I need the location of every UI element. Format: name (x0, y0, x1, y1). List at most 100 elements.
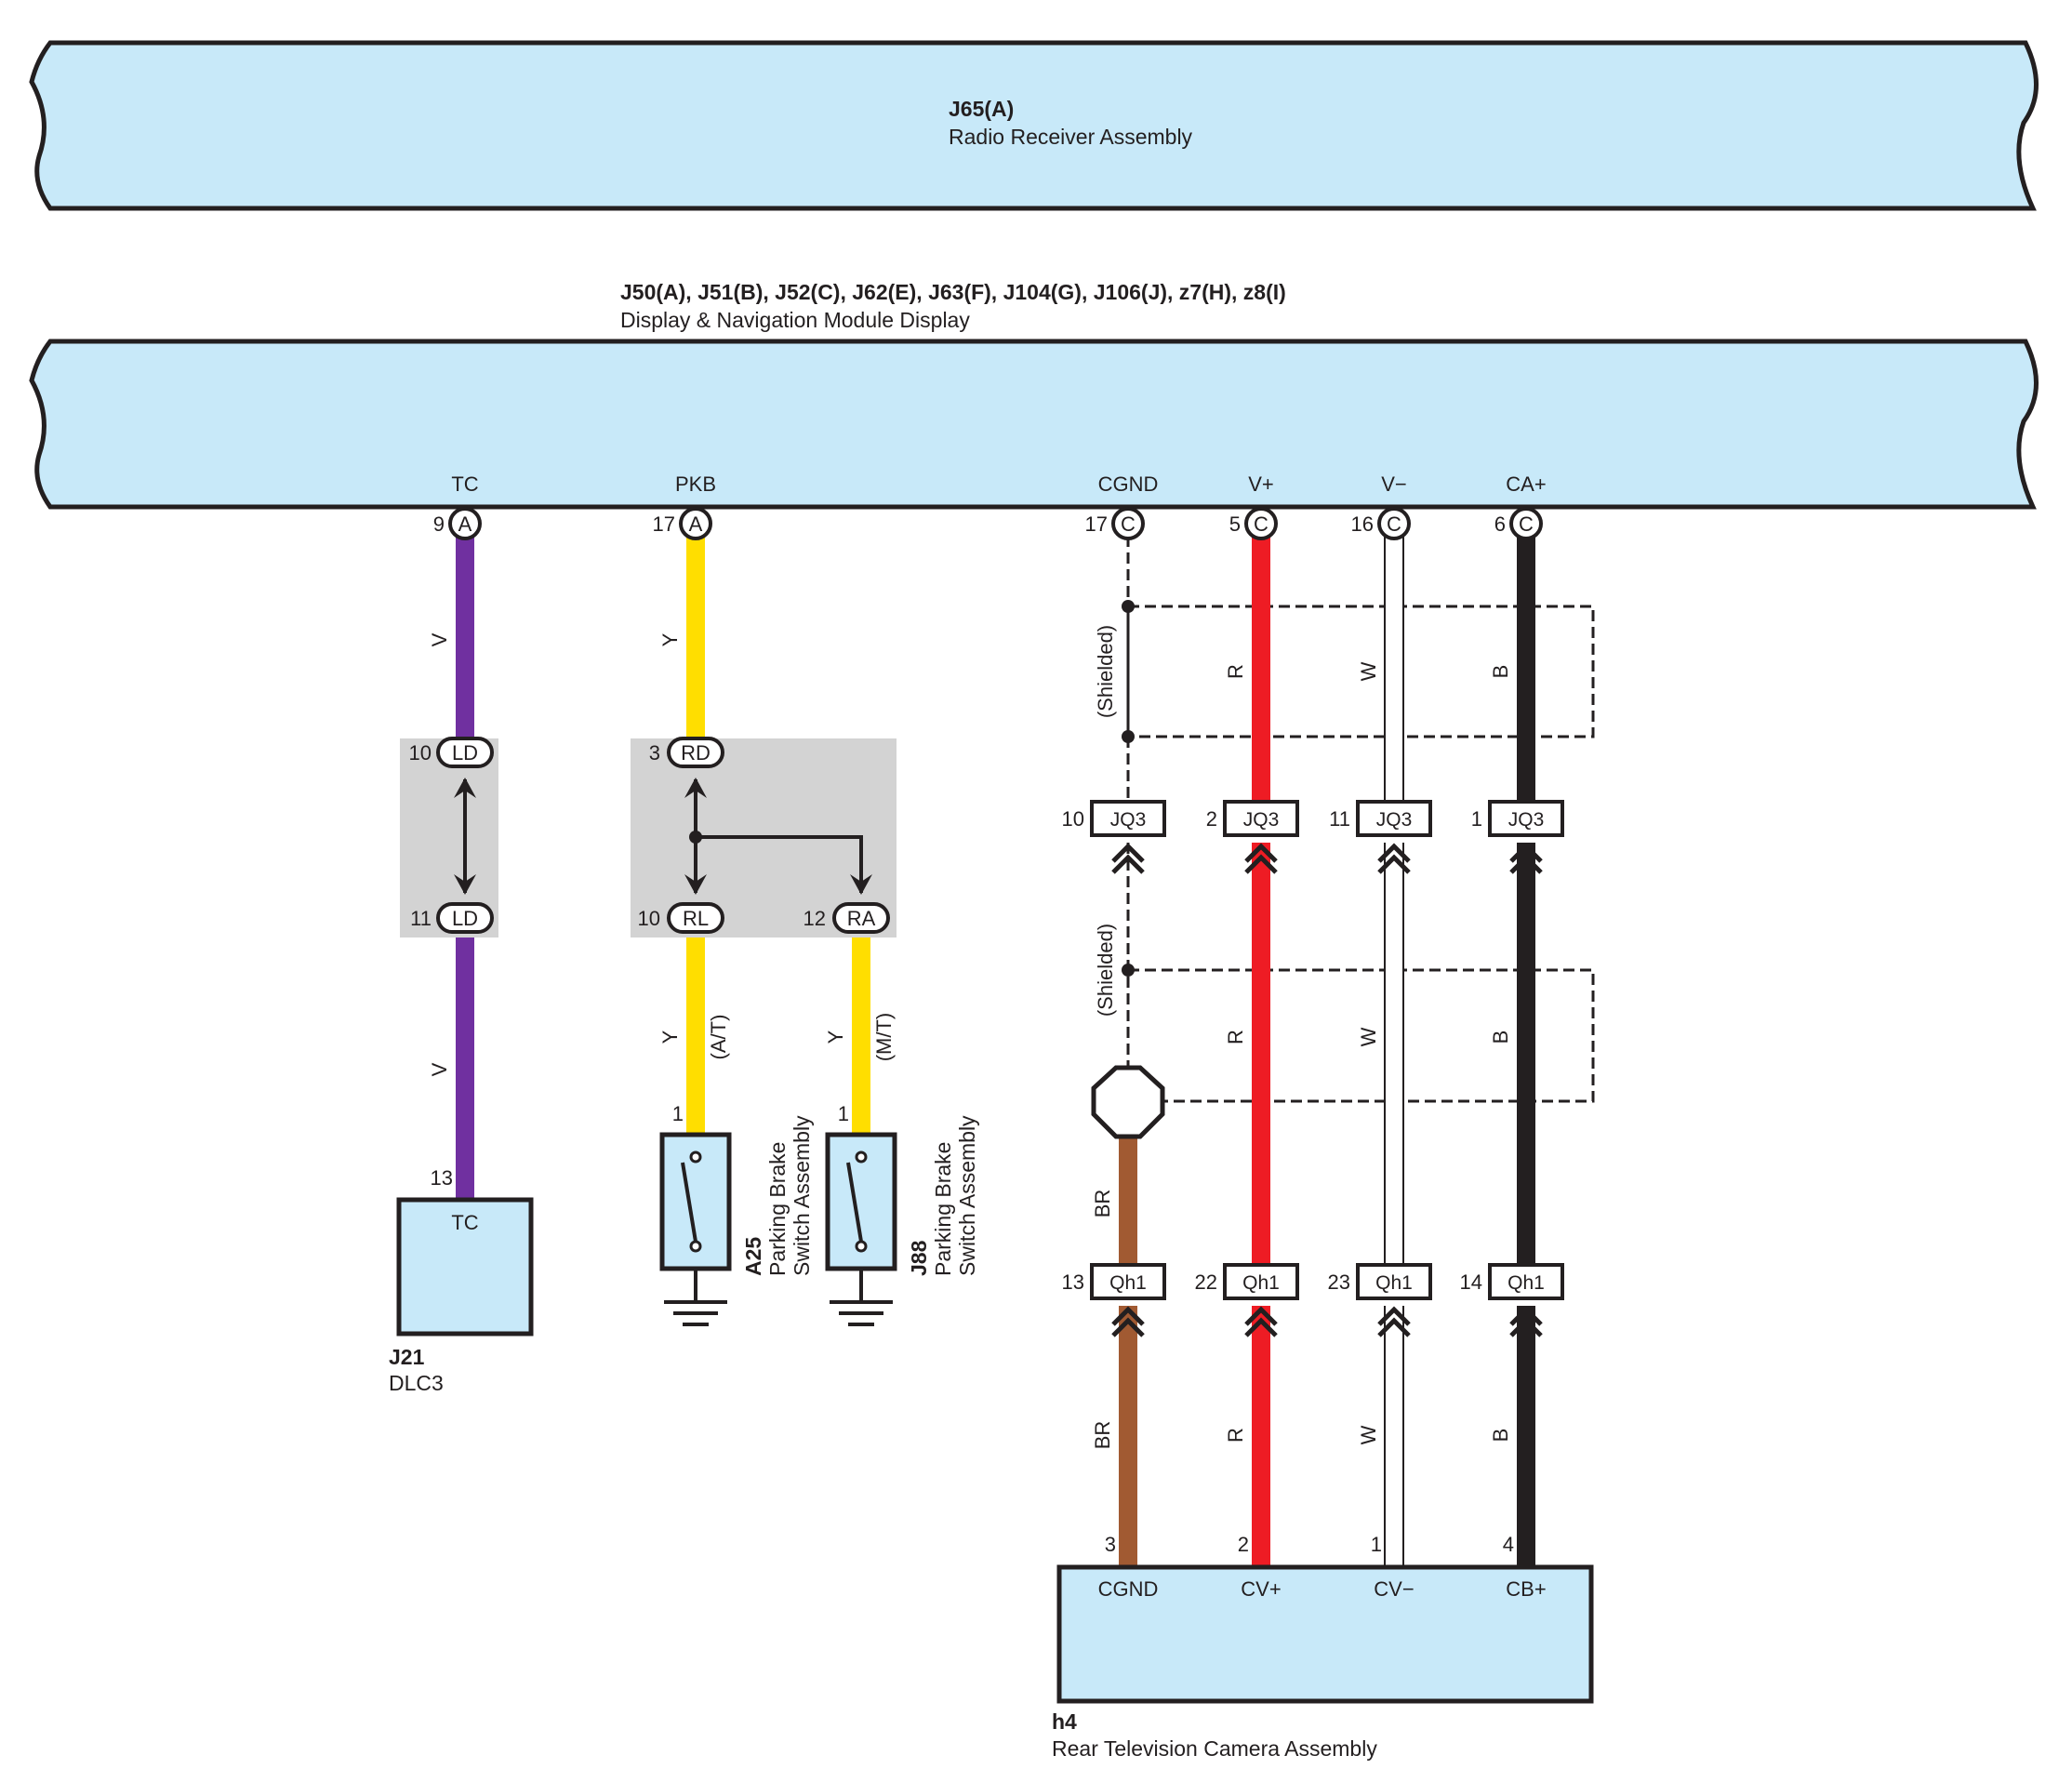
ld-bottom-pin: 11 (410, 907, 432, 930)
shield-box-lower (1128, 968, 1595, 1103)
ld-arrow-down (454, 874, 476, 895)
jq3-pin: 10 (1062, 807, 1084, 831)
terminal-signal: V− (1381, 472, 1407, 496)
a25-contact-arm (681, 1162, 697, 1243)
camera-terminal-cgnd: CGND (1098, 1577, 1159, 1601)
qh1-pin: 13 (1062, 1270, 1084, 1294)
qh1-connector-cgnd: Qh1 13 (1062, 1263, 1166, 1337)
rl-arrow-down (684, 874, 707, 895)
mt-wire-color: Y (824, 1030, 847, 1044)
cvminus-color-lower: W (1357, 1425, 1380, 1444)
terminal-pin: 9 (433, 512, 445, 536)
cgnd-color-brown-middle: BR (1091, 1190, 1114, 1218)
j88-id: J88 (907, 1240, 931, 1276)
rl-pin: 10 (638, 907, 660, 930)
camera-pin-cvplus: 2 (1238, 1533, 1249, 1556)
display-terminal-vplus: V+ C 5 (1229, 472, 1278, 540)
jq3-connector-vminus: JQ3 11 (1329, 800, 1432, 874)
jq3-label: JQ3 (1243, 809, 1280, 831)
camera-id: h4 (1052, 1709, 1077, 1734)
display-terminal-caplus: CA+ C 6 (1494, 472, 1547, 540)
shield-label-lower: (Shielded) (1094, 924, 1117, 1017)
ld-top-pin: 10 (409, 741, 432, 765)
jq3-pin: 2 (1206, 807, 1217, 831)
terminal-pin: 6 (1494, 512, 1506, 536)
jq3-connector-caplus: JQ3 1 (1471, 800, 1564, 874)
j88-contact-bottom (855, 1240, 868, 1253)
display-module: J50(A), J51(B), J52(C), J62(E), J63(F), … (29, 280, 2039, 510)
ld-bottom-terminal (436, 902, 494, 934)
jq3-pin: 11 (1329, 807, 1350, 831)
a25-id: A25 (741, 1237, 765, 1276)
shield-label-upper: (Shielded) (1094, 625, 1117, 718)
j88-name-line2: Switch Assembly (955, 1115, 979, 1276)
rd-label: RD (681, 741, 711, 765)
camera-name: Rear Television Camera Assembly (1052, 1736, 1377, 1761)
mt-label: (M/T) (872, 1013, 896, 1062)
a25-contact-top (689, 1150, 702, 1164)
j88-contact-top (855, 1150, 868, 1164)
display-terminal-tc: TC A 9 (433, 472, 482, 540)
qh1-label: Qh1 (1242, 1272, 1280, 1294)
terminal-pin: 16 (1351, 512, 1374, 536)
ra-label: RA (847, 907, 876, 930)
ra-arrow-down (850, 874, 872, 895)
display-terminal-cgnd: CGND C 17 (1085, 472, 1158, 540)
radio-receiver-body (29, 40, 2039, 211)
j88-pin: 1 (838, 1102, 849, 1125)
jq3-label: JQ3 (1110, 809, 1147, 831)
display-terminals: TC A 9 PKB A 17 CGND C 17 V+ C 5 V− C 16 (433, 472, 1547, 540)
a25-switch: 1 A25 Parking Brake Switch Assembly (659, 1102, 814, 1326)
radio-receiver-id: J65(A) (949, 97, 1014, 121)
qh1-connector-cbplus: Qh1 14 (1460, 1263, 1564, 1337)
camera-terminal-cvplus: CV+ (1241, 1577, 1281, 1601)
qh1-pin: 23 (1328, 1270, 1350, 1294)
dlc3-box (396, 1197, 534, 1336)
terminal-connector: C (1121, 512, 1136, 536)
dlc3-id: J21 (389, 1345, 425, 1369)
display-module-id: J50(A), J51(B), J52(C), J62(E), J63(F), … (620, 280, 1286, 304)
vminus-color-middle: W (1357, 1027, 1380, 1046)
qh1-pin: 22 (1195, 1270, 1217, 1294)
pkb-circuit: Y Y (A/T) Y (M/T) RD 3 RL 10 RA 12 1 (638, 536, 979, 1326)
camera-pin-cgnd: 3 (1105, 1533, 1116, 1556)
vminus-color-upper: W (1357, 661, 1380, 681)
camera-terminal-cbplus: CB+ (1506, 1577, 1546, 1601)
jq3-label: JQ3 (1376, 809, 1413, 831)
terminal-signal: TC (451, 472, 478, 496)
rd-pin: 3 (649, 741, 660, 765)
a25-contact-bottom (689, 1240, 702, 1253)
jq3-connector-cgnd: JQ3 10 (1062, 800, 1166, 874)
ld-top-terminal (436, 737, 494, 768)
radio-receiver-name: Radio Receiver Assembly (949, 125, 1193, 149)
terminal-pin: 17 (653, 512, 675, 536)
at-label: (A/T) (707, 1015, 730, 1060)
dlc3-terminal: TC (451, 1211, 478, 1234)
qh1-connector-cvminus: Qh1 23 (1328, 1263, 1432, 1337)
vplus-color-middle: R (1224, 1030, 1247, 1044)
caplus-color-middle: B (1489, 1031, 1512, 1044)
rl-terminal (667, 902, 724, 934)
qh1-pin: 14 (1460, 1270, 1482, 1294)
jq3-connector-vplus: JQ3 2 (1206, 800, 1299, 874)
r-splice-branch (696, 835, 863, 893)
terminal-pin: 17 (1085, 512, 1108, 536)
camera-body (1056, 1564, 1594, 1704)
display-module-name: Display & Navigation Module Display (620, 308, 970, 332)
cgnd-color-lower: BR (1091, 1421, 1114, 1450)
qh1-connector-cvplus: Qh1 22 (1195, 1263, 1299, 1337)
camera-pin-cvminus: 1 (1371, 1533, 1382, 1556)
terminal-pin: 5 (1229, 512, 1241, 536)
tc-wire-color-upper: V (428, 632, 451, 646)
terminal-signal: V+ (1248, 472, 1274, 496)
ra-pin: 12 (804, 907, 826, 930)
terminal-signal: PKB (675, 472, 716, 496)
camera-pin-cbplus: 4 (1503, 1533, 1514, 1556)
display-terminal-pkb: PKB A 17 (653, 472, 716, 540)
vplus-color-upper: R (1224, 664, 1247, 679)
qh1-label: Qh1 (1375, 1272, 1413, 1294)
pkb-wire-color-upper: Y (658, 632, 682, 646)
ra-terminal (832, 902, 890, 934)
qh1-label: Qh1 (1109, 1272, 1147, 1294)
